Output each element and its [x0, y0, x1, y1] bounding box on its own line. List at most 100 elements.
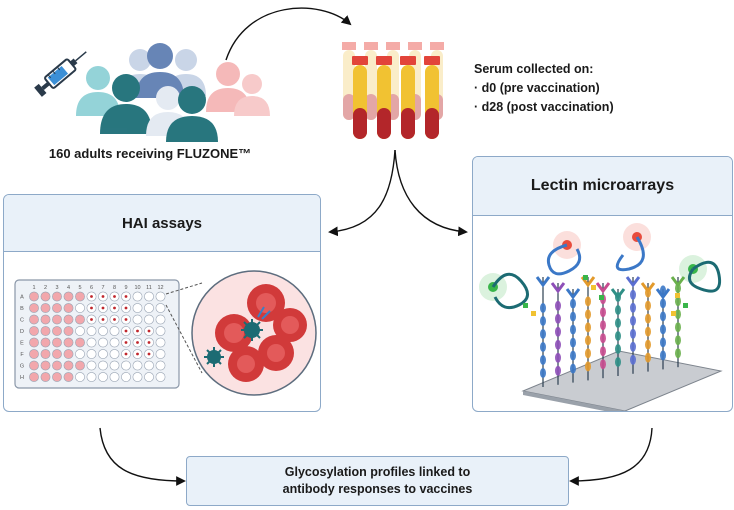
plate-well: [40, 326, 51, 336]
plate-row-label: F: [20, 352, 24, 358]
plate-well: [75, 372, 85, 382]
glycan-unit: [531, 311, 536, 316]
plate-well: [109, 360, 120, 371]
virus-rbc-magnifier-icon: [165, 270, 317, 396]
plate-well: [52, 372, 62, 382]
plate-well-dot: [124, 352, 128, 356]
lectin-segment: [645, 313, 651, 324]
lectin-head: [535, 276, 551, 288]
lectin-segment: [570, 324, 576, 335]
plate-well: [63, 291, 74, 302]
lectin-segment: [615, 318, 621, 328]
lectin-segment: [645, 300, 651, 311]
plate-well-dot: [101, 318, 105, 321]
lectin-head: [640, 282, 656, 294]
people-group-icon: [76, 43, 270, 142]
plate-well-dot: [124, 295, 128, 298]
lectin-segment: [660, 298, 666, 309]
plate-well: [155, 372, 166, 382]
lectin-segment: [555, 339, 561, 350]
plate-well: [29, 291, 39, 302]
plate-col-label: 5: [78, 285, 81, 291]
plate-well: [75, 337, 85, 348]
plate-row-label: G: [20, 364, 24, 370]
serum-title: Serum collected on:: [474, 62, 594, 76]
lectin-head: [625, 276, 641, 288]
plate-well: [75, 349, 85, 359]
glycan-unit: [583, 275, 588, 280]
blood-tubes-icon: [342, 42, 444, 139]
plate-well-dot: [90, 318, 93, 321]
plate-well: [52, 326, 62, 336]
plate-well: [52, 360, 62, 371]
lectin-segment: [660, 324, 666, 335]
lectin-segment: [585, 335, 591, 346]
plate-well: [155, 349, 166, 359]
plate-col-label: 2: [44, 285, 47, 291]
plate-well: [75, 360, 85, 371]
plate-well: [29, 337, 39, 348]
plate-well-dot: [90, 295, 93, 298]
plate-well: [98, 349, 108, 359]
lectin-segment: [600, 359, 606, 370]
lectin-segment: [555, 313, 561, 324]
lectin-segment: [540, 355, 546, 365]
lectin-segment: [630, 315, 636, 326]
plate-well-dot: [147, 341, 151, 344]
plate-well-dot: [101, 295, 105, 298]
lectin-segment: [555, 352, 561, 363]
glycoprotein-chain: [687, 260, 722, 293]
lectin-segment: [630, 341, 636, 352]
plate-well: [86, 360, 97, 371]
plate-well: [52, 349, 62, 359]
lectin-segment: [615, 331, 621, 341]
plate-well: [109, 326, 120, 336]
plate-well: [144, 291, 154, 302]
arrow-cohort-to-serum: [225, 7, 352, 61]
plate-well: [29, 349, 39, 359]
glass-slide: [521, 350, 723, 411]
plate-col-label: 11: [146, 285, 152, 291]
plate-well: [75, 291, 85, 302]
lectin-segment: [570, 298, 576, 309]
plate-well: [144, 360, 154, 371]
plate-well: [109, 349, 120, 359]
lectin-segment: [570, 337, 576, 348]
plate-col-label: 7: [101, 285, 104, 291]
arrow-lectin-to-result: [569, 427, 653, 486]
plate-well-dot: [124, 306, 128, 310]
lectin-segment: [675, 296, 681, 307]
lectin-segment: [600, 320, 606, 331]
plate-well: [98, 372, 108, 382]
lectin-segment: [630, 354, 636, 365]
plate-well: [155, 360, 166, 371]
glycoprotein-chain: [546, 243, 582, 276]
lectin-microarray-icon: [479, 223, 723, 411]
glycan-unit: [671, 311, 676, 316]
arrow-serum-to-hai: [328, 149, 396, 237]
plate-well: [40, 314, 51, 325]
plate-well: [75, 303, 85, 313]
plate-well: [121, 360, 131, 371]
plate-row-label: B: [20, 306, 24, 312]
plate-well: [40, 303, 51, 313]
lectin-segment: [585, 309, 591, 320]
plate-well: [40, 349, 51, 359]
plate-well: [63, 337, 74, 348]
plate-well: [121, 372, 131, 382]
plate-well: [132, 291, 143, 302]
lectin-head: [595, 282, 611, 294]
lectin-segment: [630, 328, 636, 339]
lectin-segment: [555, 326, 561, 337]
serum-item-d0: · d0 (pre vaccination): [474, 81, 600, 95]
plate-well: [98, 337, 108, 348]
glycan-unit: [683, 303, 688, 308]
lectin-segment: [585, 348, 591, 359]
lectin-segment: [660, 337, 666, 348]
lectin-segment: [600, 307, 606, 318]
lectin-panel-header: Lectin microarrays: [473, 157, 732, 216]
lectin-head: [565, 288, 581, 300]
lectin-segment: [600, 333, 606, 344]
plate-well-dot: [124, 341, 128, 344]
lectin-segment: [675, 283, 681, 294]
